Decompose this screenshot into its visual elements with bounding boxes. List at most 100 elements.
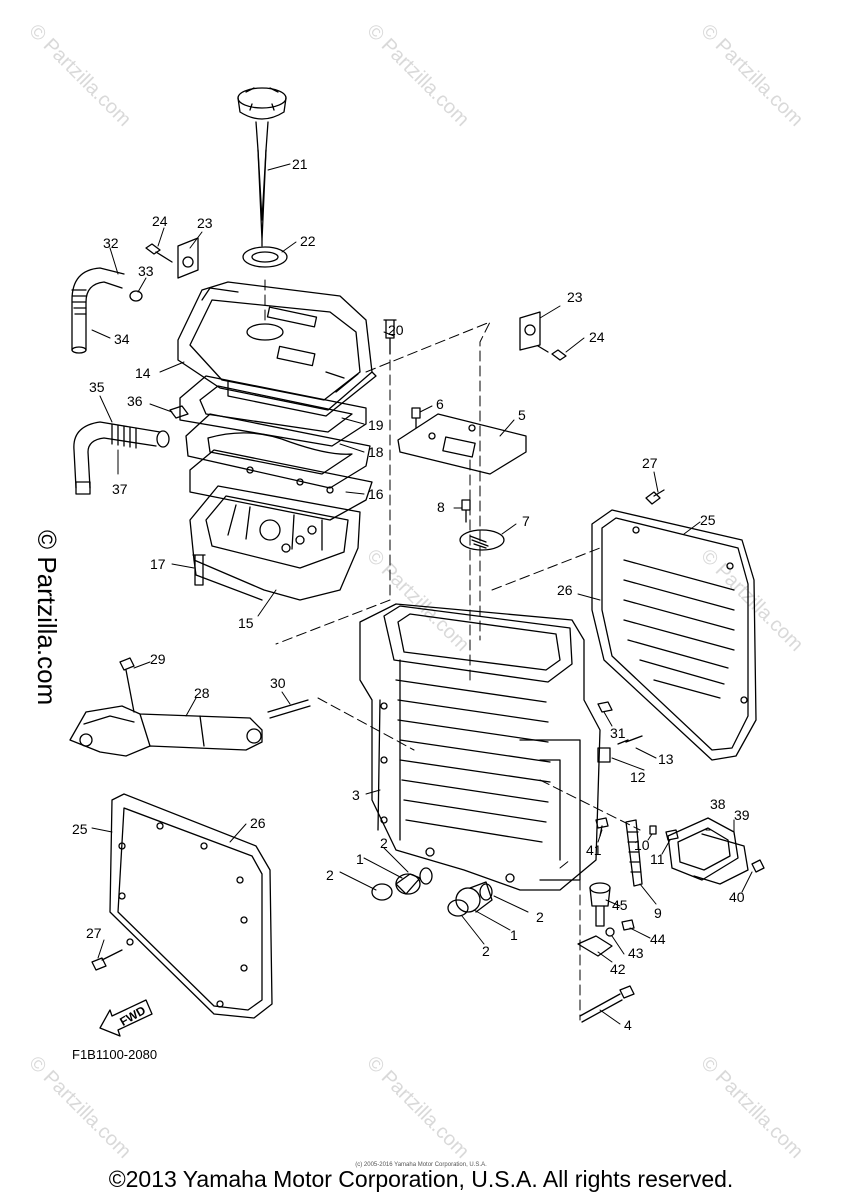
callout-label: 5 bbox=[518, 407, 526, 423]
callout-label: 1 bbox=[356, 851, 364, 867]
diagram-code: F1B1100-2080 bbox=[72, 1047, 158, 1062]
ventilation-hose-part bbox=[73, 405, 189, 495]
callout-label: 23 bbox=[567, 289, 583, 305]
bolt-part bbox=[621, 919, 635, 931]
valve-part bbox=[589, 882, 611, 927]
callout-label: 16 bbox=[368, 486, 384, 502]
blow-by-plate-part bbox=[459, 529, 505, 551]
nut-part bbox=[597, 701, 613, 713]
callout-label: 9 bbox=[654, 905, 662, 921]
callout-label: 2 bbox=[326, 867, 334, 883]
bolt-part bbox=[537, 345, 567, 361]
bolt-part bbox=[645, 489, 665, 505]
callout-label: 4 bbox=[624, 1017, 632, 1033]
callout-label: 6 bbox=[436, 396, 444, 412]
side-cover-part bbox=[591, 509, 757, 761]
seal-ring-part bbox=[242, 246, 288, 268]
callout-label: 19 bbox=[368, 417, 384, 433]
callout-label: 39 bbox=[734, 807, 750, 823]
callout-label: 32 bbox=[103, 235, 119, 251]
callout-label: 2 bbox=[536, 909, 544, 925]
callout-label: 14 bbox=[135, 365, 151, 381]
oil-cap-dipstick-part bbox=[237, 87, 287, 247]
callout-label: 28 bbox=[194, 685, 210, 701]
bolt-part bbox=[91, 949, 123, 971]
bracket-part bbox=[519, 311, 541, 351]
callout-label: 30 bbox=[270, 675, 286, 691]
callout-label: 29 bbox=[150, 651, 166, 667]
callout-label: 20 bbox=[388, 322, 404, 338]
small-copyright: (c) 2005-2016 Yamaha Motor Corporation, … bbox=[355, 1162, 487, 1168]
callout-label: 31 bbox=[610, 725, 626, 741]
gasket-part bbox=[185, 413, 371, 489]
clamp-part bbox=[577, 935, 613, 957]
bolt-part bbox=[751, 859, 765, 873]
bolt-part bbox=[383, 319, 397, 355]
cylinder-block-part bbox=[359, 603, 601, 891]
bolt-part bbox=[461, 499, 471, 523]
o-ring-part bbox=[371, 883, 393, 901]
callout-label: 36 bbox=[127, 393, 143, 409]
clip-part bbox=[597, 747, 611, 763]
callout-label: 38 bbox=[710, 796, 726, 812]
copyright-notice: ©2013 Yamaha Motor Corporation, U.S.A. A… bbox=[108, 1166, 734, 1192]
bracket-part bbox=[177, 237, 199, 279]
callout-label: 2 bbox=[482, 943, 490, 959]
o-ring-part bbox=[419, 867, 433, 885]
o-ring-part bbox=[479, 883, 493, 901]
callout-label: 26 bbox=[557, 582, 573, 598]
bolt-part bbox=[617, 735, 643, 745]
callout-label: 42 bbox=[610, 961, 626, 977]
callout-label: 13 bbox=[658, 751, 674, 767]
callout-label: 27 bbox=[642, 455, 658, 471]
callout-label: 41 bbox=[586, 842, 602, 858]
fwd-arrow-icon bbox=[99, 999, 153, 1037]
callout-label: 24 bbox=[152, 213, 168, 229]
callout-label: 25 bbox=[72, 821, 88, 837]
cylinder-head-cover-part bbox=[177, 281, 377, 417]
bolt-part bbox=[192, 554, 206, 586]
callout-label: 2 bbox=[380, 835, 388, 851]
callout-label: 37 bbox=[112, 481, 128, 497]
callout-label: 35 bbox=[89, 379, 105, 395]
callout-label: 43 bbox=[628, 945, 644, 961]
callout-label: 27 bbox=[86, 925, 102, 941]
callout-label: 7 bbox=[522, 513, 530, 529]
thermostat-cover-part bbox=[667, 817, 749, 885]
callout-label: 1 bbox=[510, 927, 518, 943]
cover-plate-part bbox=[397, 413, 527, 475]
bolt-part bbox=[411, 407, 421, 429]
callout-label: 23 bbox=[197, 215, 213, 231]
callout-label: 44 bbox=[650, 931, 666, 947]
callout-label: 8 bbox=[437, 499, 445, 515]
callout-label: 21 bbox=[292, 156, 308, 172]
callout-label: 26 bbox=[250, 815, 266, 831]
side-cover-part bbox=[109, 793, 273, 1019]
steering-bracket-part bbox=[69, 705, 263, 757]
o-ring-part bbox=[447, 899, 469, 917]
gasket-part bbox=[179, 375, 367, 447]
gasket-part bbox=[189, 449, 373, 521]
callout-label: 34 bbox=[114, 331, 130, 347]
callout-label: 40 bbox=[729, 889, 745, 905]
callout-label: 25 bbox=[700, 512, 716, 528]
callout-label: 3 bbox=[352, 787, 360, 803]
stud-part bbox=[267, 699, 311, 719]
callout-label: 22 bbox=[300, 233, 316, 249]
callout-label: 18 bbox=[368, 444, 384, 460]
callout-label: 10 bbox=[634, 837, 650, 853]
bolt-part bbox=[119, 657, 135, 713]
callout-label: 45 bbox=[612, 897, 628, 913]
callout-label: 17 bbox=[150, 556, 166, 572]
callout-label: 33 bbox=[138, 263, 154, 279]
anode-part bbox=[625, 819, 643, 887]
callout-label: 15 bbox=[238, 615, 254, 631]
exhaust-cover-part bbox=[189, 485, 361, 601]
bolt-part bbox=[145, 243, 173, 263]
breather-hose-part bbox=[71, 267, 143, 354]
callout-label: 12 bbox=[630, 769, 646, 785]
callout-label: 11 bbox=[650, 851, 665, 867]
callout-label: 24 bbox=[589, 329, 605, 345]
bolt-part bbox=[649, 825, 679, 841]
